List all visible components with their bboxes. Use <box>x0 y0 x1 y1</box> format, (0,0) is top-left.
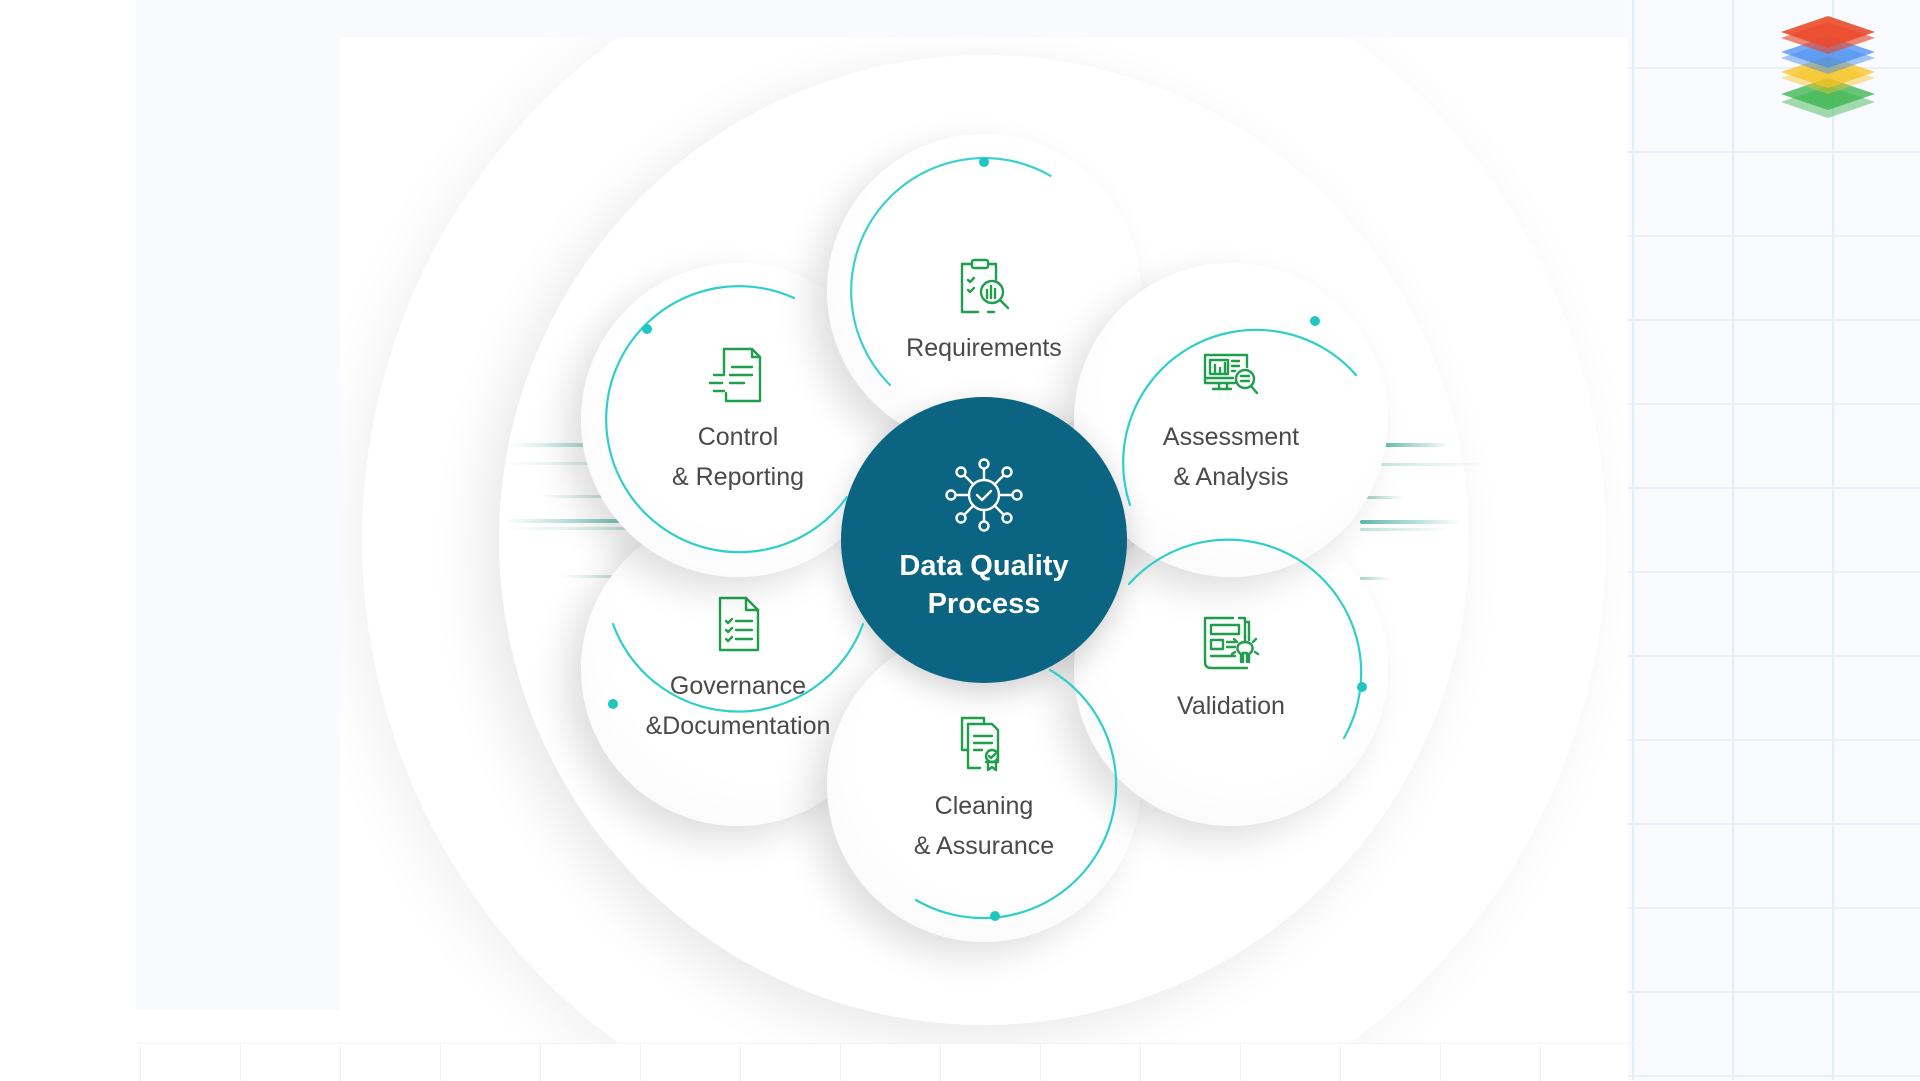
step-label: Requirements <box>906 334 1062 362</box>
step-label: Cleaning & Assurance <box>913 792 1055 860</box>
center-title: Data Quality Process <box>899 550 1069 620</box>
step-label: Assessment & Analysis <box>1162 423 1300 491</box>
stacked-layers-logo-icon <box>1781 16 1875 118</box>
checklist-document-icon <box>718 596 760 652</box>
network-check-icon <box>945 458 1023 532</box>
diagram-panel: Governance &Documentation Cleaning & Ass… <box>340 37 1628 1043</box>
document-lightbulb-icon <box>1203 616 1260 670</box>
background-panel-left <box>136 0 340 1010</box>
step-label: Control & Reporting <box>671 423 805 491</box>
clipboard-search-icon <box>960 258 1010 314</box>
background-grid-right <box>1628 0 1920 1080</box>
certificate-documents-icon <box>960 716 1000 772</box>
monitor-chart-search-icon <box>1203 353 1259 395</box>
step-label: Governance &Documentation <box>645 672 831 740</box>
step-label: Validation <box>1177 692 1285 720</box>
center-hub: Data Quality Process <box>841 397 1127 683</box>
background-panel-top <box>340 0 1630 37</box>
fast-document-icon <box>708 347 762 403</box>
background-grid-bottom <box>136 1043 1636 1081</box>
